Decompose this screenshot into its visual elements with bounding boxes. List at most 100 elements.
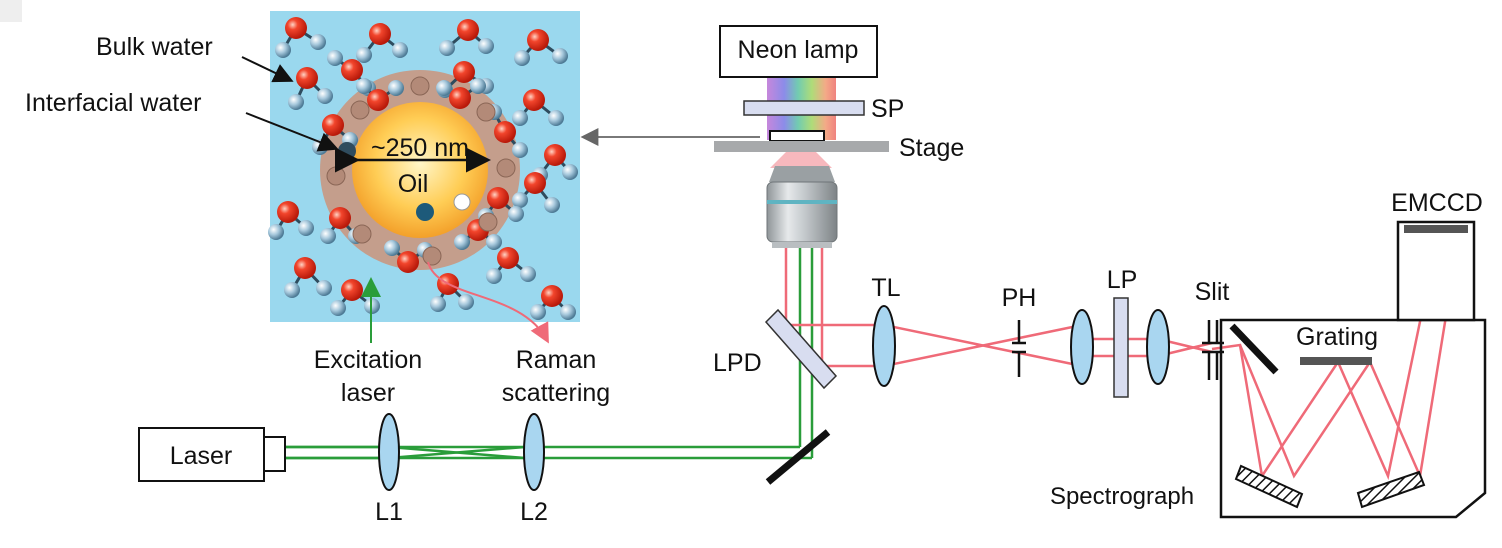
raman-label-line2: scattering xyxy=(502,379,610,407)
hydrogen-atom xyxy=(562,164,578,180)
ion-dot xyxy=(338,142,356,160)
water-molecule xyxy=(512,89,564,126)
lpd-label: LPD xyxy=(713,349,762,377)
interfacial-molecule xyxy=(352,224,372,244)
hydrogen-atom xyxy=(356,47,372,63)
hydrogen-atom xyxy=(548,110,564,126)
hydrogen-atom xyxy=(320,228,336,244)
excitation-label-line1: Excitation xyxy=(314,346,422,374)
oxygen-atom xyxy=(397,251,419,273)
ion-dot xyxy=(453,193,471,211)
ion-dot xyxy=(416,203,434,221)
hydrogen-atom xyxy=(388,80,404,96)
hydrogen-atom xyxy=(486,268,502,284)
neon-lamp xyxy=(719,25,878,78)
excitation-label-line2: laser xyxy=(341,379,395,407)
spectrograph-label: Spectrograph xyxy=(1050,483,1194,510)
hydrogen-atom xyxy=(316,280,332,296)
emccd-housing xyxy=(1396,220,1476,322)
size-label: ~250 nm xyxy=(371,134,469,162)
interfacial-molecule xyxy=(350,100,370,120)
oxygen-atom xyxy=(487,187,509,209)
hydrogen-atom xyxy=(560,304,576,320)
ph-label: PH xyxy=(1002,284,1037,312)
water-molecule xyxy=(288,67,333,110)
oxygen-atom xyxy=(523,89,545,111)
slit-label: Slit xyxy=(1195,278,1230,306)
water-molecule xyxy=(356,78,404,111)
collimating-mirror xyxy=(1234,464,1304,509)
bulk-water-label: Bulk water xyxy=(96,33,213,61)
water-molecule xyxy=(312,114,358,155)
grating-label: Grating xyxy=(1296,323,1378,351)
sp-label: SP xyxy=(871,95,904,123)
lpd-dichroic xyxy=(764,308,838,390)
hydrogen-atom xyxy=(327,50,343,66)
pinhole xyxy=(1012,320,1026,377)
lp-label: LP xyxy=(1107,266,1138,294)
tube-lens xyxy=(872,305,896,387)
sample-holder xyxy=(769,130,825,142)
hydrogen-atom xyxy=(514,50,530,66)
hydrogen-atom xyxy=(478,38,494,54)
emccd-label: EMCCD xyxy=(1391,189,1483,217)
oxygen-atom xyxy=(457,19,479,41)
hydrogen-atom xyxy=(288,94,304,110)
hydrogen-atom xyxy=(512,110,528,126)
oxygen-atom xyxy=(341,59,363,81)
interfacial-molecule xyxy=(410,76,430,96)
hydrogen-atom xyxy=(284,282,300,298)
oxygen-atom xyxy=(285,17,307,39)
tl-label: TL xyxy=(871,274,900,302)
sp-filter xyxy=(743,100,865,116)
oxygen-atom xyxy=(524,172,546,194)
hydrogen-atom xyxy=(275,42,291,58)
stage-plate xyxy=(714,141,889,152)
oxygen-atom xyxy=(296,67,318,89)
hydrogen-atom xyxy=(436,80,452,96)
interfacial-molecule xyxy=(422,246,442,266)
water-molecule xyxy=(320,207,364,244)
oxygen-atom xyxy=(341,279,363,301)
hydrogen-atom xyxy=(544,197,560,213)
water-molecule xyxy=(268,201,314,240)
neon-lamp-label: Neon lamp xyxy=(738,36,859,64)
oxygen-atom xyxy=(369,23,391,45)
water-molecule xyxy=(439,19,494,56)
lp-filter xyxy=(1113,297,1129,398)
laser-source xyxy=(138,427,265,482)
hydrogen-atom xyxy=(508,206,524,222)
interfacial-molecule xyxy=(496,158,516,178)
hydrogen-atom xyxy=(486,234,502,250)
l1-label: L1 xyxy=(375,498,403,526)
hydrogen-atom xyxy=(512,192,528,208)
water-molecule xyxy=(275,17,326,58)
hydrogen-atom xyxy=(520,266,536,282)
interfacial-water-label: Interfacial water xyxy=(25,89,201,117)
corner-tab xyxy=(0,0,22,22)
hydrogen-atom xyxy=(454,234,470,250)
oxygen-atom xyxy=(449,87,471,109)
hydrogen-atom xyxy=(330,300,346,316)
hydrogen-atom xyxy=(268,224,284,240)
stage-label: Stage xyxy=(899,134,964,162)
focusing-mirror xyxy=(1356,470,1426,509)
oxygen-atom xyxy=(277,201,299,223)
raman-arrow xyxy=(427,261,549,344)
emccd-sensor xyxy=(1404,225,1468,233)
hydrogen-atom xyxy=(392,42,408,58)
hydrogen-atom xyxy=(298,220,314,236)
objective-lens xyxy=(766,166,838,248)
water-molecule xyxy=(284,257,332,298)
lens-after-ph xyxy=(1070,309,1094,385)
interfacial-molecule xyxy=(478,212,498,232)
oxygen-atom xyxy=(367,89,389,111)
lens-before-slit xyxy=(1146,309,1170,385)
hydrogen-atom xyxy=(552,48,568,64)
raman-label-line1: Raman xyxy=(516,346,597,374)
nanodroplet-inset: ~250 nm Oil xyxy=(268,11,580,322)
hydrogen-atom xyxy=(317,88,333,104)
steering-mirror xyxy=(765,429,831,485)
hydrogen-atom xyxy=(530,304,546,320)
